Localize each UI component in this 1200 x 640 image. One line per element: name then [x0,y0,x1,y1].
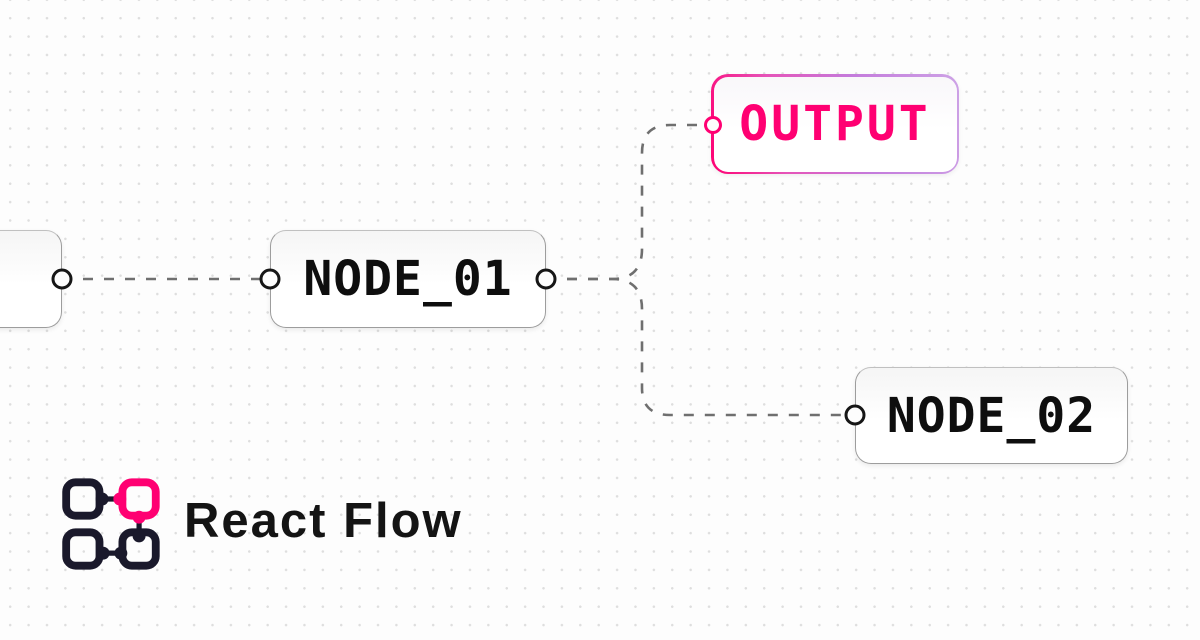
edge-node01-to-output[interactable] [546,123,713,281]
react-flow-logo-icon [62,478,160,570]
node-output-body: OUTPUT [713,76,957,172]
node-01-label: NODE_01 [303,251,513,307]
handle-partial-source[interactable] [51,268,73,290]
handle-node01-target[interactable] [259,268,281,290]
node-output[interactable]: OUTPUT [711,74,959,174]
edge-node01-to-node02[interactable] [546,277,855,417]
react-flow-wordmark: React Flow [184,493,463,548]
node-02-label: NODE_02 [886,387,1097,444]
node-02[interactable]: NODE_02 [855,367,1128,464]
handle-node01-source[interactable] [535,268,557,290]
node-01[interactable]: NODE_01 [270,230,546,328]
react-flow-attribution[interactable]: React Flow [62,478,463,570]
handle-output-target[interactable] [704,116,722,134]
handle-node02-target[interactable] [844,404,866,426]
node-output-label: OUTPUT [739,96,931,152]
